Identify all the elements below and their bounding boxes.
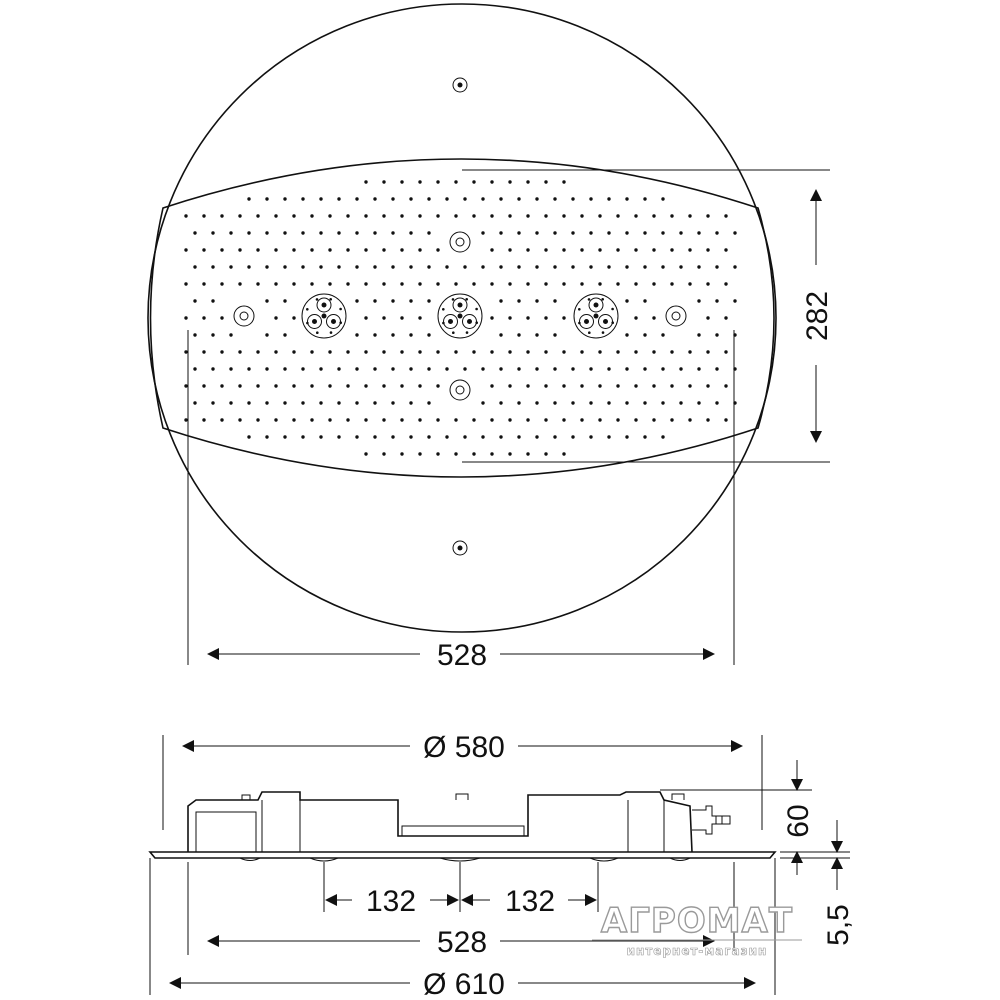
side-view: Ø 580 60 [148, 731, 855, 1000]
jet-cluster-left [301, 293, 347, 339]
dim-height-side-label: 60 [782, 804, 815, 837]
mount-screw-top [452, 77, 468, 93]
side-body [148, 791, 777, 862]
dim-plate-thickness-label: 5,5 [822, 904, 855, 946]
dim-spacing-left-label: 132 [366, 885, 416, 918]
single-jet-right [665, 305, 687, 327]
dim-height-label: 282 [801, 291, 834, 341]
spray-face-outline [149, 158, 775, 478]
nozzle-dot-grid [184, 180, 737, 456]
dim-528-bottom: 528 [187, 862, 735, 959]
dim-5-5: 5,5 [780, 820, 855, 946]
dim-spacing-right-label: 132 [505, 885, 555, 918]
mount-screw-bottom [452, 540, 468, 556]
top-view: 282 528 [147, 3, 834, 672]
watermark-logo: АГРОМАТ интернет-магазин [592, 900, 802, 958]
single-jet-top [449, 231, 471, 253]
dim-132-132: 132 132 [323, 862, 599, 918]
jet-cluster-right [573, 293, 619, 339]
single-jet-bottom [449, 379, 471, 401]
dim-outer-diameter-label: Ø 580 [423, 731, 505, 764]
head-outline-circle [147, 3, 777, 633]
dim-plate-width-label: 528 [437, 926, 487, 959]
jet-cluster-center [437, 293, 483, 339]
dim-610: Ø 610 [149, 858, 776, 1000]
dim-282: 282 [462, 169, 834, 463]
dim-580: Ø 580 [162, 731, 763, 830]
dim-total-diameter-label: Ø 610 [423, 968, 505, 1000]
watermark-subtitle: интернет-магазин [627, 944, 768, 958]
single-jet-left [233, 305, 255, 327]
watermark-brand: АГРОМАТ [601, 901, 793, 941]
dim-width-label: 528 [437, 639, 487, 672]
dim-528-top: 528 [187, 330, 735, 672]
